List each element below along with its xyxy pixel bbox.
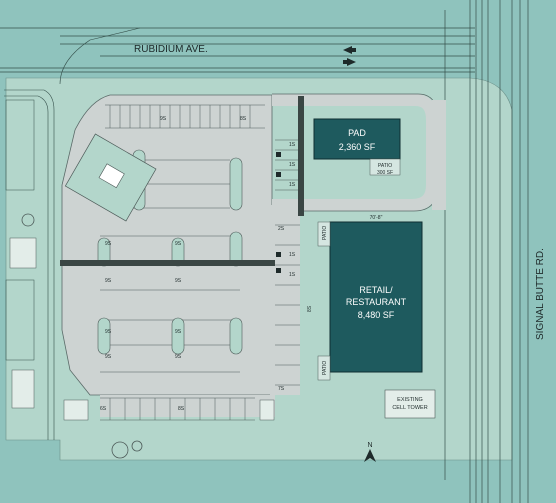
stall-count: 6S bbox=[100, 406, 107, 412]
stall-count: 9S bbox=[160, 116, 167, 122]
stall-count: 8S bbox=[240, 116, 247, 122]
pad-patio bbox=[369, 158, 401, 176]
crosswalk bbox=[60, 260, 275, 266]
stall-count: 1S bbox=[289, 182, 296, 188]
cell-tower-line2: CELL TOWER bbox=[392, 405, 427, 411]
road-label-north: RUBIDIUM AVE. bbox=[134, 44, 208, 55]
retail-area: 8,480 SF bbox=[358, 310, 395, 320]
cell-tower-box bbox=[384, 389, 436, 419]
stall-count: 8S bbox=[178, 406, 185, 412]
stall-count: 9S bbox=[175, 278, 182, 284]
retail-name-1: RETAIL/ bbox=[359, 285, 393, 295]
stall-count: 1S bbox=[289, 162, 296, 168]
stall-count: 9S bbox=[105, 329, 112, 335]
angled-pad-building bbox=[64, 133, 157, 222]
stall-count: 9S bbox=[175, 329, 182, 335]
pad-name: PAD bbox=[348, 128, 366, 138]
hatched-features bbox=[9, 237, 275, 421]
retail-building bbox=[329, 221, 423, 373]
road-label-east: SIGNAL BUTTE RD. bbox=[535, 248, 546, 340]
stall-count: 1S bbox=[289, 142, 296, 148]
turn-arrows bbox=[343, 46, 356, 66]
accessible-stall-markers bbox=[276, 152, 281, 273]
retail-patio-top-label: PATIO bbox=[322, 226, 328, 240]
west-access bbox=[4, 27, 141, 440]
stall-count: 9S bbox=[105, 354, 112, 360]
retail-side-aisle bbox=[270, 205, 300, 395]
pad-patio-area: 300 SF bbox=[377, 170, 393, 176]
stall-count: 7S bbox=[278, 386, 285, 392]
east-access-drive bbox=[432, 100, 446, 210]
retail-patio-bottom-label: PATIO bbox=[322, 361, 328, 375]
rubidium-ave-road bbox=[0, 27, 475, 73]
stall-count: 1S bbox=[289, 272, 296, 278]
retail-patio-bottom bbox=[317, 355, 331, 381]
stall-count: 9S bbox=[175, 241, 182, 247]
north-arrow-label: N bbox=[367, 442, 372, 449]
cell-tower-line1: EXISTING bbox=[397, 397, 423, 403]
stall-count: 9S bbox=[175, 354, 182, 360]
retail-name-2: RESTAURANT bbox=[346, 297, 407, 307]
retail-width-dim: 70'-8" bbox=[370, 215, 383, 221]
pad-patio-label: PATIO bbox=[378, 163, 392, 169]
stall-count-labels: 9S 8S 9S 9S 9S 9S 9S 9S 9S 9S 6S 8S 1S 1… bbox=[100, 116, 313, 412]
trees bbox=[21, 213, 143, 459]
signal-butte-road bbox=[444, 0, 529, 503]
north-arrow bbox=[364, 449, 376, 462]
stall-count: 8S bbox=[307, 305, 313, 312]
pad-building bbox=[313, 118, 401, 160]
pad-area: 2,360 SF bbox=[339, 142, 376, 152]
south-drive bbox=[100, 395, 275, 417]
stall-count: 2S bbox=[278, 226, 285, 232]
stall-count: 9S bbox=[105, 241, 112, 247]
west-lot-stalls bbox=[5, 99, 35, 361]
stall-count: 9S bbox=[105, 278, 112, 284]
crosswalk-east bbox=[298, 96, 304, 216]
retail-patio-top bbox=[317, 221, 331, 247]
stall-count: 1S bbox=[289, 252, 296, 258]
